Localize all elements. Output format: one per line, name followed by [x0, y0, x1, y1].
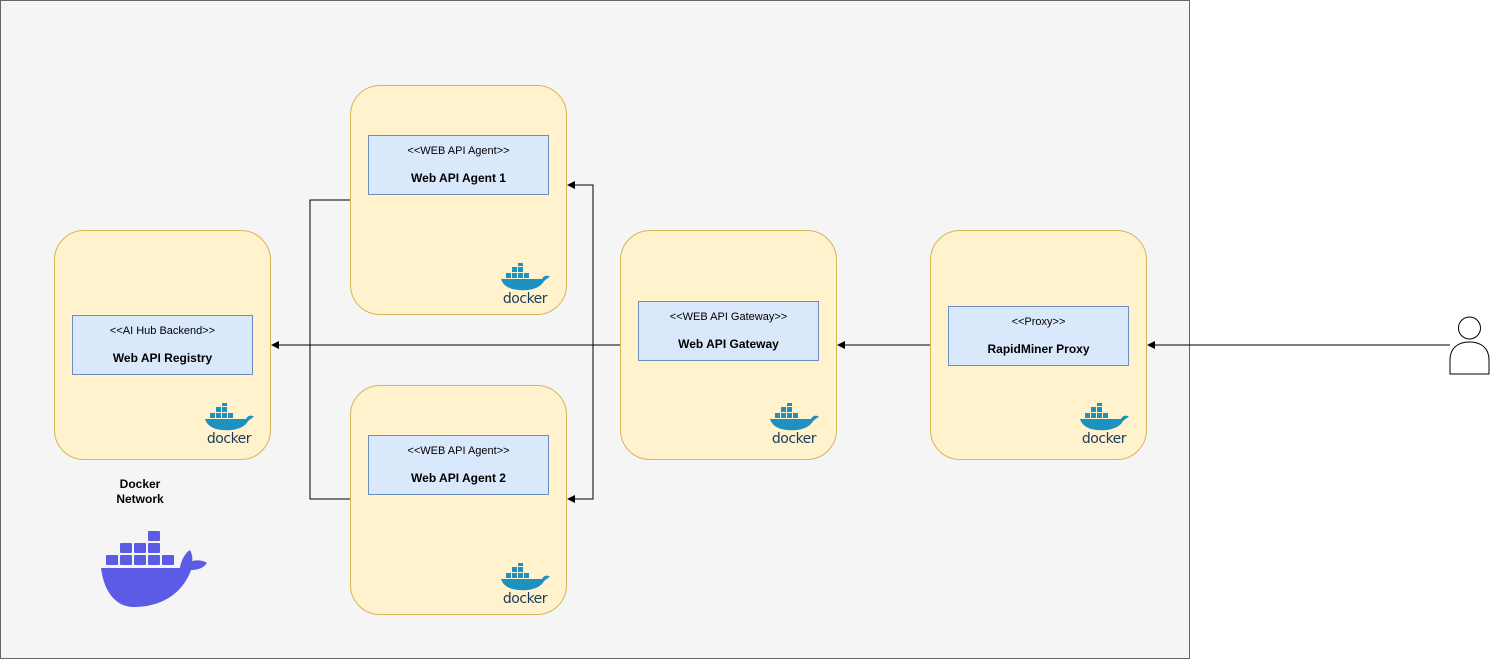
- docker-wordmark: docker: [502, 591, 548, 607]
- docker-wordmark: docker: [502, 291, 548, 307]
- proxy-component[interactable]: <<Proxy>> RapidMiner Proxy: [948, 306, 1129, 366]
- docker-wordmark: docker: [1081, 431, 1127, 447]
- registry-name: Web API Registry: [112, 351, 213, 365]
- docker-logo-icon: docker: [202, 401, 256, 447]
- proxy-stereotype: <<Proxy>>: [1011, 316, 1066, 328]
- edge-gateway-agent2: [567, 345, 594, 503]
- docker-wordmark: docker: [206, 431, 252, 447]
- docker-logo-icon: docker: [498, 261, 552, 307]
- docker-logo-icon: docker: [1077, 401, 1131, 447]
- agent2-stereotype: <<WEB API Agent>>: [407, 445, 510, 457]
- docker-network-label-line1: Docker: [119, 477, 161, 491]
- gateway-name: Web API Gateway: [678, 337, 779, 351]
- docker-network-label-line2: Network: [116, 492, 164, 506]
- edge-agent2-registry: [309, 345, 350, 500]
- proxy-name: RapidMiner Proxy: [987, 342, 1090, 356]
- agent1-container[interactable]: [350, 85, 567, 315]
- edge-gateway-agent1: [567, 181, 594, 345]
- agent2-name: Web API Agent 2: [411, 471, 506, 485]
- docker-wordmark: docker: [771, 431, 817, 447]
- agent1-name: Web API Agent 1: [411, 171, 506, 185]
- docker-logo-icon: docker: [767, 401, 821, 447]
- docker-logo-icon: docker: [498, 561, 552, 607]
- agent1-stereotype: <<WEB API Agent>>: [407, 145, 510, 157]
- agent2-container[interactable]: [350, 385, 567, 615]
- docker-network-label: Docker Network: [100, 477, 180, 507]
- gateway-stereotype: <<WEB API Gateway>>: [669, 311, 788, 323]
- user-actor-icon[interactable]: [1448, 312, 1491, 376]
- agent1-component[interactable]: <<WEB API Agent>> Web API Agent 1: [368, 135, 549, 195]
- docker-network-whale-icon: [101, 531, 207, 608]
- registry-stereotype: <<AI Hub Backend>>: [109, 325, 216, 337]
- gateway-component[interactable]: <<WEB API Gateway>> Web API Gateway: [638, 301, 819, 361]
- registry-component[interactable]: <<AI Hub Backend>> Web API Registry: [72, 315, 253, 375]
- edge-agent1-registry: [309, 199, 350, 345]
- agent2-component[interactable]: <<WEB API Agent>> Web API Agent 2: [368, 435, 549, 495]
